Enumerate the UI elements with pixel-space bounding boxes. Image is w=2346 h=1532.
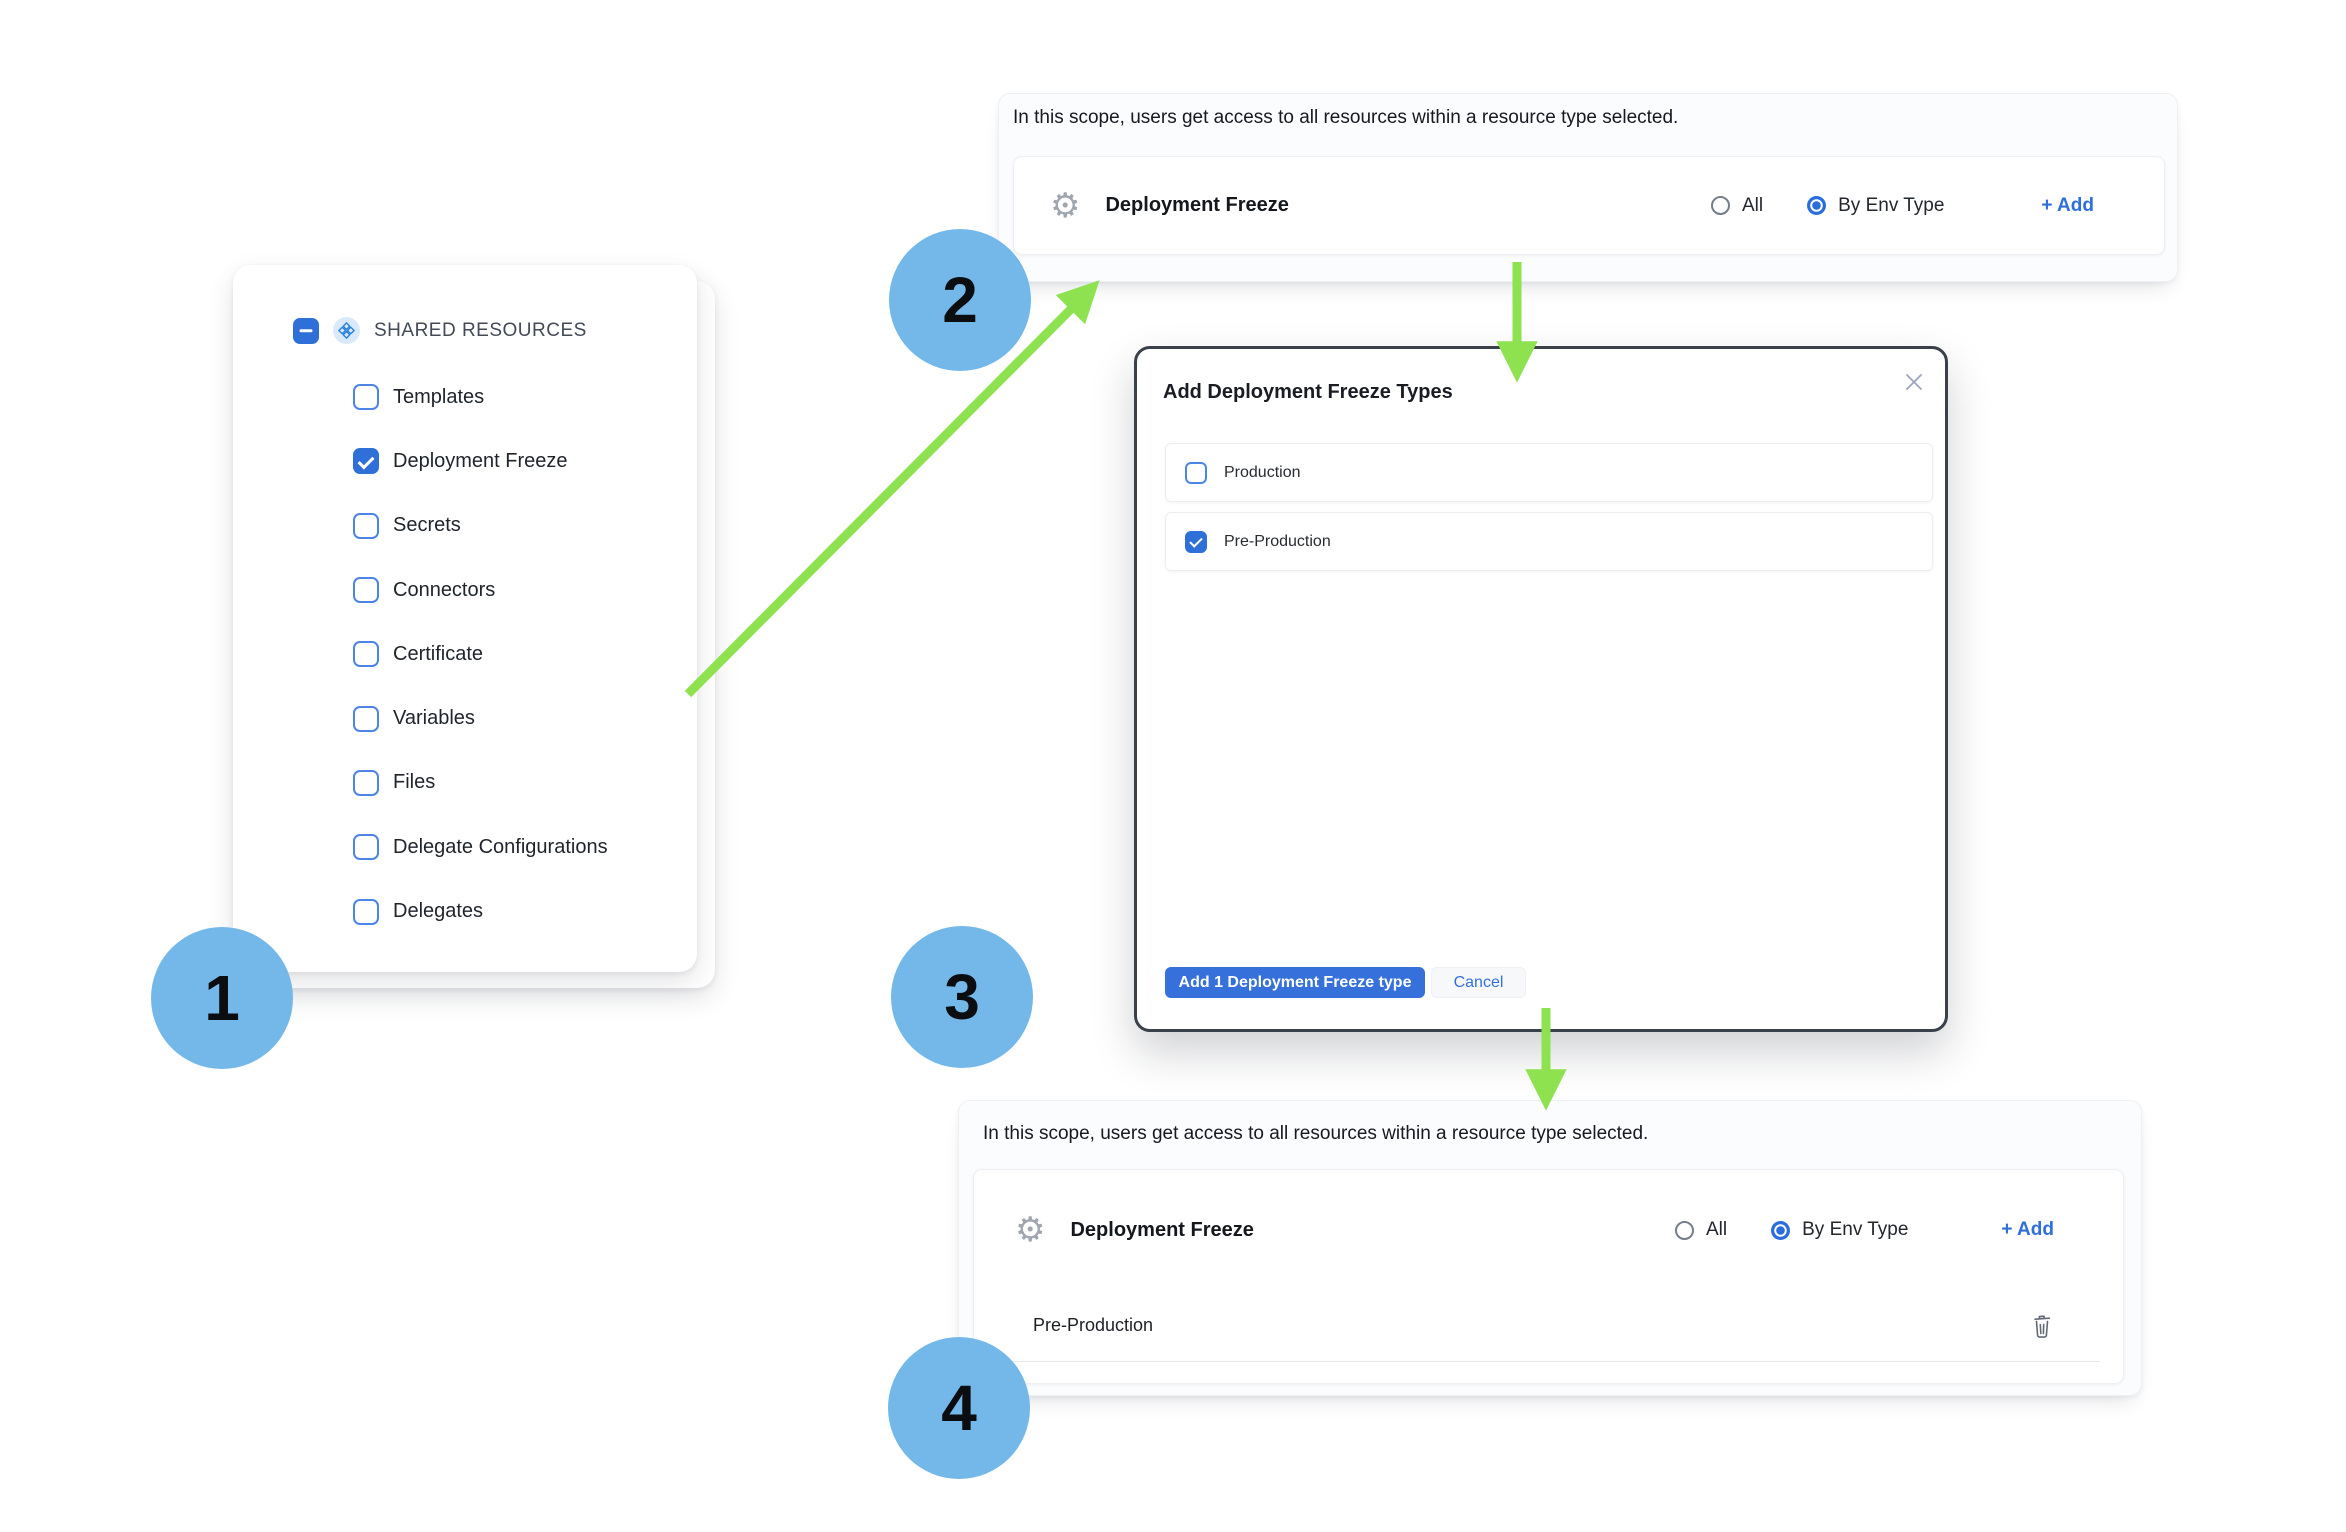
list-item-delegate-configurations[interactable]: Delegate Configurations: [353, 815, 677, 879]
scope-options: All By Env Type: [1711, 157, 1944, 254]
shared-resources-title: SHARED RESOURCES: [374, 319, 587, 341]
delegate-configurations-checkbox[interactable]: [353, 834, 379, 861]
list-item-secrets[interactable]: Secrets: [353, 494, 677, 558]
resource-type-list: Templates Deployment Freeze Secrets Conn…: [353, 365, 677, 944]
list-item-deployment-freeze[interactable]: Deployment Freeze: [353, 429, 677, 493]
resource-type-label: Deployment Freeze: [1070, 1218, 1254, 1241]
modal-option-pre-production[interactable]: Pre-Production: [1165, 512, 1933, 571]
selected-type-label: Pre-Production: [1033, 1315, 1154, 1335]
scope-panel-bottom: In this scope, users get access to all r…: [958, 1100, 2142, 1396]
shared-resources-checkbox[interactable]: [293, 317, 319, 344]
templates-checkbox[interactable]: [353, 384, 379, 411]
modal-title: Add Deployment Freeze Types: [1163, 381, 1453, 403]
resource-type-row: ⚙ Deployment Freeze All By Env Type + Ad…: [1013, 156, 2165, 255]
list-item-files[interactable]: Files: [353, 751, 677, 815]
step-badge-4: 4: [888, 1337, 1030, 1479]
resource-type-card: ⚙ Deployment Freeze All By Env Type + Ad…: [973, 1169, 2124, 1384]
variables-checkbox[interactable]: [353, 705, 379, 732]
radio-all[interactable]: [1711, 196, 1730, 215]
gear-icon: ⚙: [1015, 1210, 1046, 1250]
list-item-delegates[interactable]: Delegates: [353, 879, 677, 943]
add-deployment-freeze-type-button[interactable]: Add 1 Deployment Freeze type: [1165, 967, 1425, 998]
production-checkbox[interactable]: [1185, 461, 1207, 484]
radio-by-env-type[interactable]: [1771, 1220, 1791, 1240]
radio-all[interactable]: [1675, 1220, 1694, 1240]
pre-production-checkbox[interactable]: [1185, 530, 1207, 553]
files-checkbox[interactable]: [353, 769, 379, 796]
secrets-checkbox[interactable]: [353, 512, 379, 539]
shared-resources-panel: SHARED RESOURCES Templates Deployment Fr…: [233, 265, 697, 972]
scope-description: In this scope, users get access to all r…: [1013, 107, 1679, 128]
delegates-checkbox[interactable]: [353, 898, 379, 925]
step-badge-1: 1: [151, 927, 293, 1069]
arrow-step1-to-step2: [684, 280, 1100, 698]
list-item-connectors[interactable]: Connectors: [353, 558, 677, 622]
list-item-variables[interactable]: Variables: [353, 686, 677, 750]
shared-resources-icon: [333, 317, 360, 344]
gear-icon: ⚙: [1050, 185, 1081, 226]
scope-options: All By Env Type: [1675, 1170, 1908, 1290]
step-badge-3: 3: [891, 926, 1033, 1068]
close-icon[interactable]: [1901, 369, 1927, 395]
add-button[interactable]: + Add: [2041, 194, 2094, 216]
certificate-checkbox[interactable]: [353, 641, 379, 668]
step-badge-2: 2: [889, 229, 1031, 371]
modal-option-production[interactable]: Production: [1165, 443, 1933, 502]
resource-type-label: Deployment Freeze: [1105, 194, 1289, 216]
connectors-checkbox[interactable]: [353, 577, 379, 604]
cancel-button[interactable]: Cancel: [1431, 967, 1526, 998]
resource-type-row: ⚙ Deployment Freeze All By Env Type + Ad…: [974, 1170, 2123, 1290]
deployment-freeze-checkbox[interactable]: [353, 448, 379, 475]
shared-resources-header: SHARED RESOURCES: [293, 317, 587, 344]
list-item-templates[interactable]: Templates: [353, 365, 677, 429]
scope-description: In this scope, users get access to all r…: [983, 1123, 1649, 1144]
radio-by-env-type[interactable]: [1807, 196, 1827, 215]
scope-panel-top: In this scope, users get access to all r…: [998, 93, 2178, 282]
add-button[interactable]: + Add: [2001, 1219, 2054, 1240]
selected-type-row: Pre-Production: [999, 1290, 2100, 1362]
list-item-certificate[interactable]: Certificate: [353, 622, 677, 686]
trash-icon[interactable]: [2030, 1312, 2054, 1340]
add-deployment-freeze-types-modal: Add Deployment Freeze Types Production P…: [1134, 346, 1948, 1032]
